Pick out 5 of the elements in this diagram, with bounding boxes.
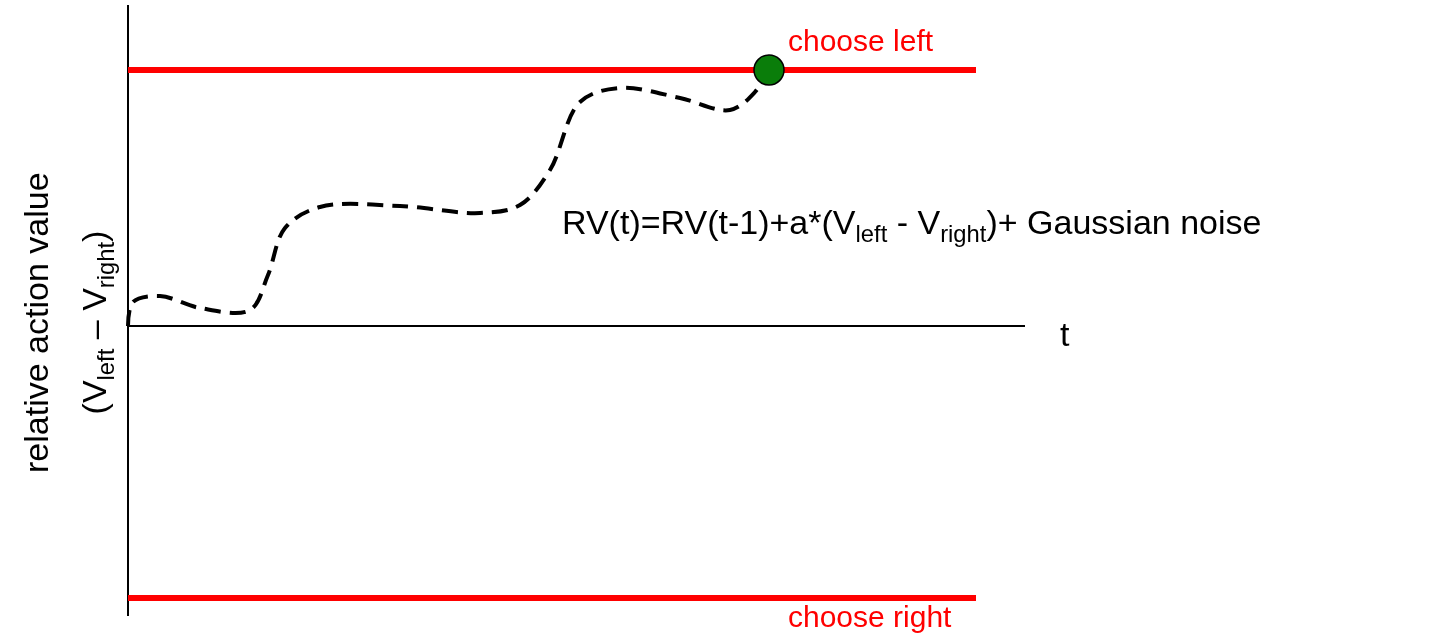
threshold-label: choose left (788, 24, 934, 57)
update-equation: RV(t)=RV(t-1)+a*(V$_{left}$ - V$_{right}$)+ Gaussian noise (562, 204, 1262, 247)
axis-title: relative action value (17, 171, 55, 473)
threshold-label: choose right (788, 600, 952, 633)
axis-title: t (1060, 316, 1070, 354)
